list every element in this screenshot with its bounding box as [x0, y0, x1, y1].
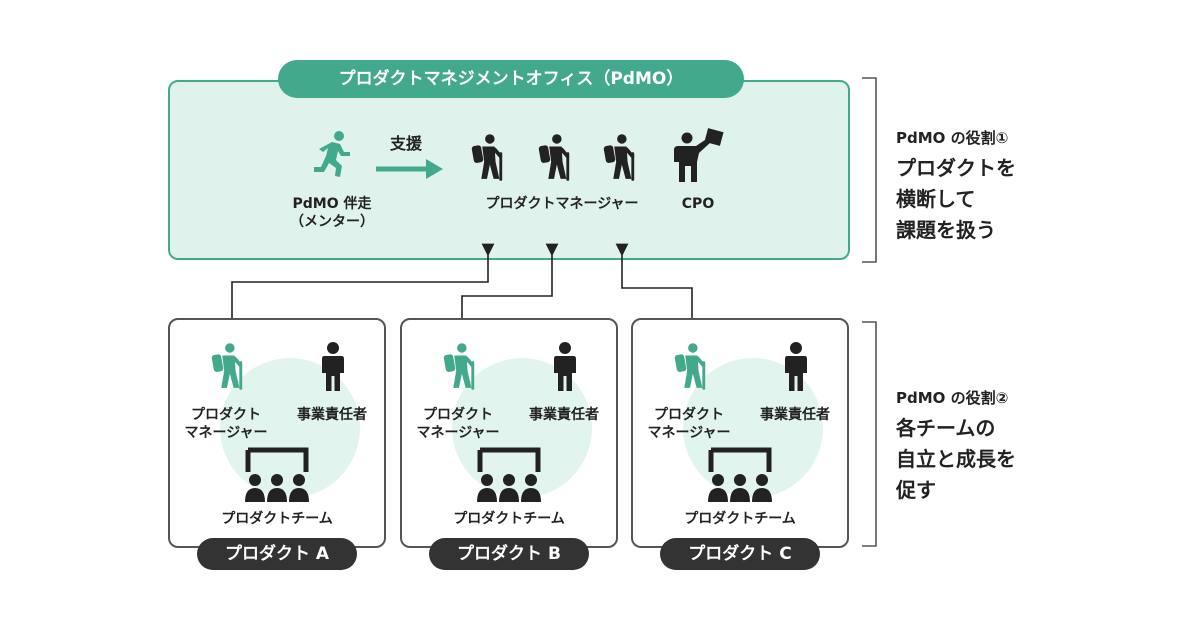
presenter-icon [672, 128, 724, 184]
owner-label: 事業責任者 [529, 407, 599, 423]
arrow-right-icon [376, 158, 444, 180]
role-line: 自立と成長を [896, 447, 1016, 471]
team-icon [474, 446, 544, 502]
pdmo-title: プロダクトマネジメントオフィス（PdMO） [278, 60, 744, 98]
product-name-pill: プロダクト A [197, 538, 357, 570]
team-icon [705, 446, 775, 502]
bracket-role-2 [862, 321, 877, 547]
role-line: 課題を扱う [896, 218, 996, 242]
pm-label: プロダクト [423, 407, 493, 423]
role-line: 促す [896, 478, 936, 502]
product-name-pill: プロダクト B [429, 538, 589, 570]
hiker-icon [208, 342, 246, 390]
team-icon [242, 446, 312, 502]
cpo-label: CPO [681, 196, 715, 212]
owner-label: 事業責任者 [760, 407, 830, 423]
hiker-icon [671, 342, 709, 390]
mentor-label: PdMO 伴走 [292, 196, 372, 212]
pdmo-panel [168, 80, 850, 260]
mentor-label-sub: （メンター） [290, 214, 374, 230]
team-label: プロダクトチーム [453, 511, 565, 527]
owner-label: 事業責任者 [297, 407, 367, 423]
pm-label-sub: マネージャー [184, 425, 268, 441]
team-label: プロダクトチーム [684, 511, 796, 527]
role-line: プロダクトを [896, 156, 1016, 180]
pm-label: プロダクト [191, 407, 261, 423]
role-title: PdMO の役割② [896, 389, 1009, 407]
role-title: PdMO の役割① [896, 129, 1009, 147]
person-icon [321, 342, 345, 392]
person-icon [784, 342, 808, 392]
pm-label: プロダクトマネージャー [485, 196, 639, 212]
pm-label: プロダクト [654, 407, 724, 423]
bracket-role-1 [862, 77, 877, 263]
hiker-icon [440, 342, 478, 390]
support-label: 支援 [389, 134, 422, 153]
role-line: 横断して [896, 187, 976, 211]
team-label: プロダクトチーム [221, 511, 333, 527]
runner-icon [312, 130, 352, 178]
role-line: 各チームの [896, 416, 996, 440]
product-name-pill: プロダクト C [660, 538, 820, 570]
pm-label-sub: マネージャー [416, 425, 500, 441]
pm-label-sub: マネージャー [647, 425, 731, 441]
person-icon [553, 342, 577, 392]
